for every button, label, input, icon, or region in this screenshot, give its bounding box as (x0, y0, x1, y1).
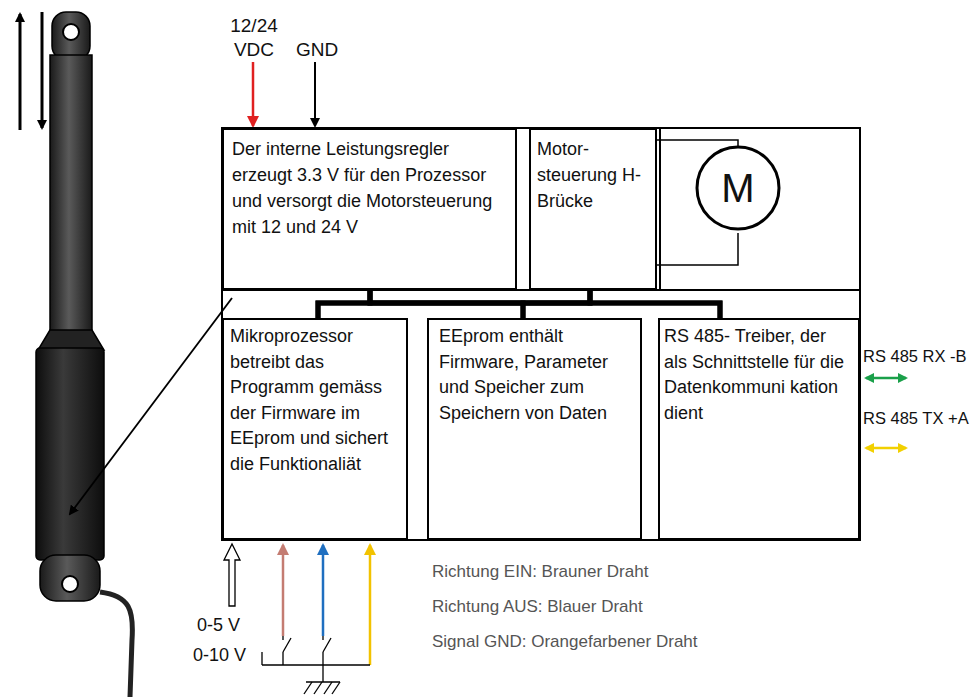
cable (100, 592, 132, 697)
voltage-range: 0-5 V (197, 614, 240, 637)
box-text: EEprom enthält Firmware, Parameter und S… (439, 324, 630, 426)
signal-name: RS 485 TX +A (863, 408, 969, 429)
leader-line (70, 298, 232, 514)
microprocessor-box: Mikroprozessor betreibt das Programm gem… (222, 318, 408, 540)
wire-note: Richtung EIN: Brauner Draht (432, 561, 648, 582)
power-regulator-box: Der interne Leistungsregler erzeugt 3.3 … (222, 128, 517, 290)
data-line (866, 447, 906, 450)
wire-note: Signal GND: Orangefarbener Draht (432, 631, 698, 652)
ground-symbol (304, 682, 340, 694)
motion-arrows (20, 12, 42, 130)
signal-name: RS 485 RX -B (863, 346, 967, 367)
motor-circle: M (695, 145, 781, 231)
switch-symbols (262, 636, 370, 682)
box-text: Mikroprozessor betreibt das Programm gem… (230, 324, 400, 477)
box-text: Der interne Leistungsregler erzeugt 3.3 … (232, 136, 507, 240)
ground-arrow (314, 62, 316, 126)
motor-symbol: M (721, 168, 754, 208)
wire-note: Richtung AUS: Blauer Draht (432, 596, 643, 617)
analog-input-arrow (224, 544, 240, 606)
rs485-driver-box: RS 485- Treiber, der als Schnittstelle f… (658, 318, 860, 540)
data-bus (318, 290, 590, 318)
data-line (866, 377, 906, 380)
motor-driver-box: Motor- steuerung H-Brücke (529, 128, 657, 290)
box-text: Motor- steuerung H-Brücke (537, 136, 649, 214)
supply-voltage-label: 12/24 VDC (222, 14, 286, 62)
eeprom-box: EEprom enthält Firmware, Parameter und S… (427, 318, 642, 540)
linear-actuator (36, 12, 132, 697)
housing-outline (222, 128, 860, 540)
data-bus (523, 290, 590, 318)
ground-label: GND (296, 38, 338, 62)
data-bus (590, 290, 720, 318)
box-text: RS 485- Treiber, der als Schnittstelle f… (664, 324, 854, 426)
signal-inputs (224, 544, 370, 694)
connector (657, 140, 738, 146)
supply-arrow (252, 62, 255, 126)
motor-wire (657, 233, 738, 265)
voltage-range: 0-10 V (193, 644, 246, 667)
